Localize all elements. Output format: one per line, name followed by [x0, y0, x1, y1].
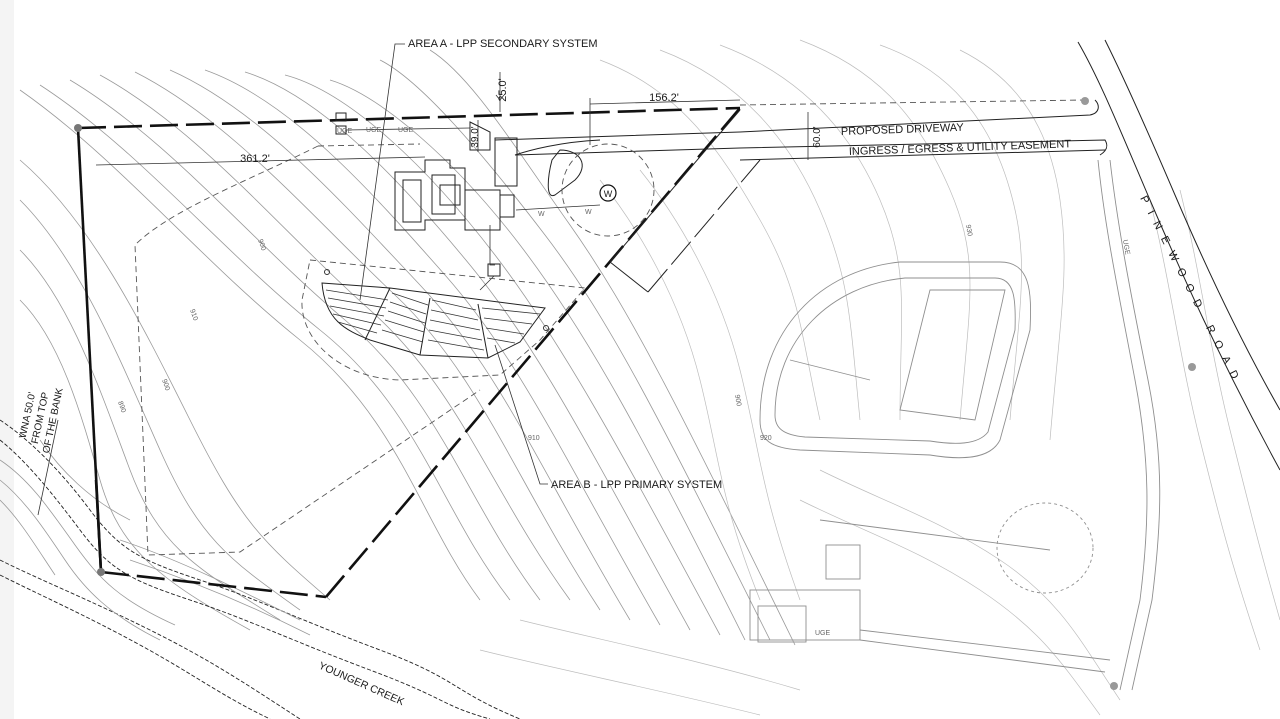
dim-60: 60.0' — [812, 126, 823, 147]
uge-tag: UGE — [337, 128, 353, 135]
wna-note: WNA 50.0' FROM TOP OF THE BANK — [18, 387, 66, 455]
uge-tag: UGE — [398, 127, 414, 134]
uge-tag: UGE — [366, 127, 382, 134]
driveway-easement — [494, 99, 1108, 293]
dim-156: 156.2' — [649, 92, 679, 104]
well-icon — [599, 184, 617, 202]
leader-lines — [37, 43, 548, 516]
area-b-label: AREA B - LPP PRIMARY SYSTEM — [551, 479, 722, 491]
dim-361: 361.2' — [240, 153, 270, 165]
dim-25: 25.0' — [497, 78, 509, 102]
road-label: PINEWOOD ROAD — [1137, 194, 1244, 389]
contour-label: 890 — [116, 400, 127, 413]
water-tag: W — [585, 209, 592, 216]
easement-label: INGRESS / EGRESS & UTILITY EASEMENT — [849, 138, 1072, 158]
contour-lines — [19, 39, 1280, 716]
well-circle: W — [515, 143, 655, 237]
contour-label: 900 — [256, 238, 267, 251]
creek-bank — [0, 419, 521, 719]
contour-label: 900 — [733, 394, 742, 407]
existing-basin — [759, 261, 1094, 594]
page-margin — [0, 0, 14, 719]
uge-tag: UGE — [815, 630, 831, 637]
property-boundary — [74, 97, 1196, 690]
septic-field — [301, 259, 586, 381]
dim-39: 39.0' — [470, 126, 481, 147]
utility-lines — [345, 127, 501, 291]
pinewood-road — [1077, 39, 1280, 691]
well-symbol: W — [604, 189, 613, 199]
contour-label: 900 — [160, 378, 171, 391]
proposed-house — [335, 112, 518, 231]
area-a-label: AREA A - LPP SECONDARY SYSTEM — [408, 38, 598, 50]
contour-label: 920 — [760, 435, 772, 442]
contour-label: 910 — [528, 435, 540, 442]
dimension-lines — [95, 72, 809, 166]
setback-outline — [134, 143, 481, 556]
existing-structure — [749, 544, 1111, 673]
contour-label: 910 — [188, 308, 199, 321]
uge-tag: UGE — [1121, 239, 1131, 255]
proposed-driveway-label: PROPOSED DRIVEWAY — [841, 122, 965, 138]
water-tag: W — [538, 211, 545, 218]
contour-label: 930 — [964, 224, 973, 237]
